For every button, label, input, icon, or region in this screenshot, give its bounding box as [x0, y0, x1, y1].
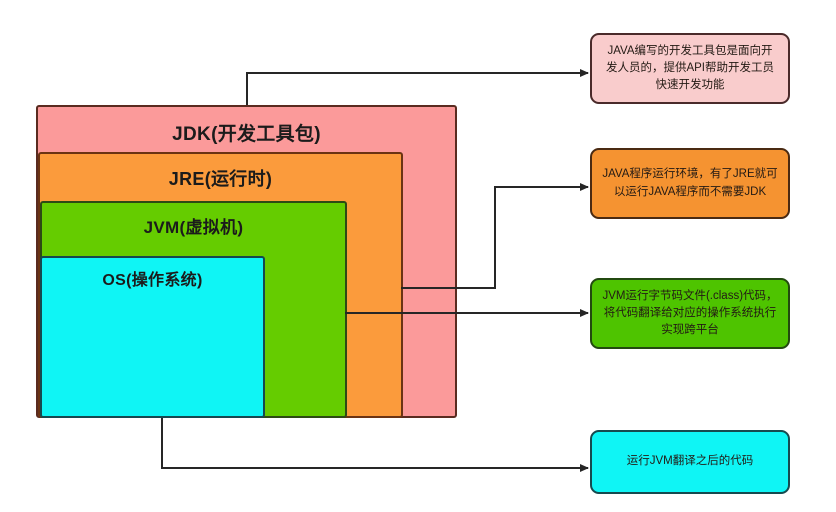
note-box-jdk: JAVA编写的开发工具包是面向开发人员的，提供API帮助开发工员快速开发功能 — [590, 33, 790, 104]
note-text-jvm: JVM运行字节码文件(.class)代码，将代码翻译给对应的操作系统执行实现跨平… — [602, 289, 778, 337]
note-box-os: 运行JVM翻译之后的代码 — [590, 430, 790, 494]
note-text-jre: JAVA程序运行环境，有了JRE就可以运行JAVA程序而不需要JDK — [602, 168, 778, 198]
connector-os — [161, 418, 589, 472]
layer-label-jre: JRE(运行时) — [168, 169, 273, 189]
layer-label-os: OS(操作系统) — [102, 272, 203, 289]
note-box-jre: JAVA程序运行环境，有了JRE就可以运行JAVA程序而不需要JDK — [590, 148, 790, 219]
connector-jdk — [246, 69, 589, 105]
layer-label-jdk: JDK(开发工具包) — [172, 124, 321, 145]
note-text-jdk: JAVA编写的开发工具包是面向开发人员的，提供API帮助开发工员快速开发功能 — [605, 44, 775, 92]
layer-box-os: OS(操作系统) — [40, 256, 265, 418]
note-text-os: 运行JVM翻译之后的代码 — [626, 455, 754, 468]
note-box-jvm: JVM运行字节码文件(.class)代码，将代码翻译给对应的操作系统执行实现跨平… — [590, 278, 790, 349]
layer-label-jvm: JVM(虚拟机) — [143, 218, 244, 237]
